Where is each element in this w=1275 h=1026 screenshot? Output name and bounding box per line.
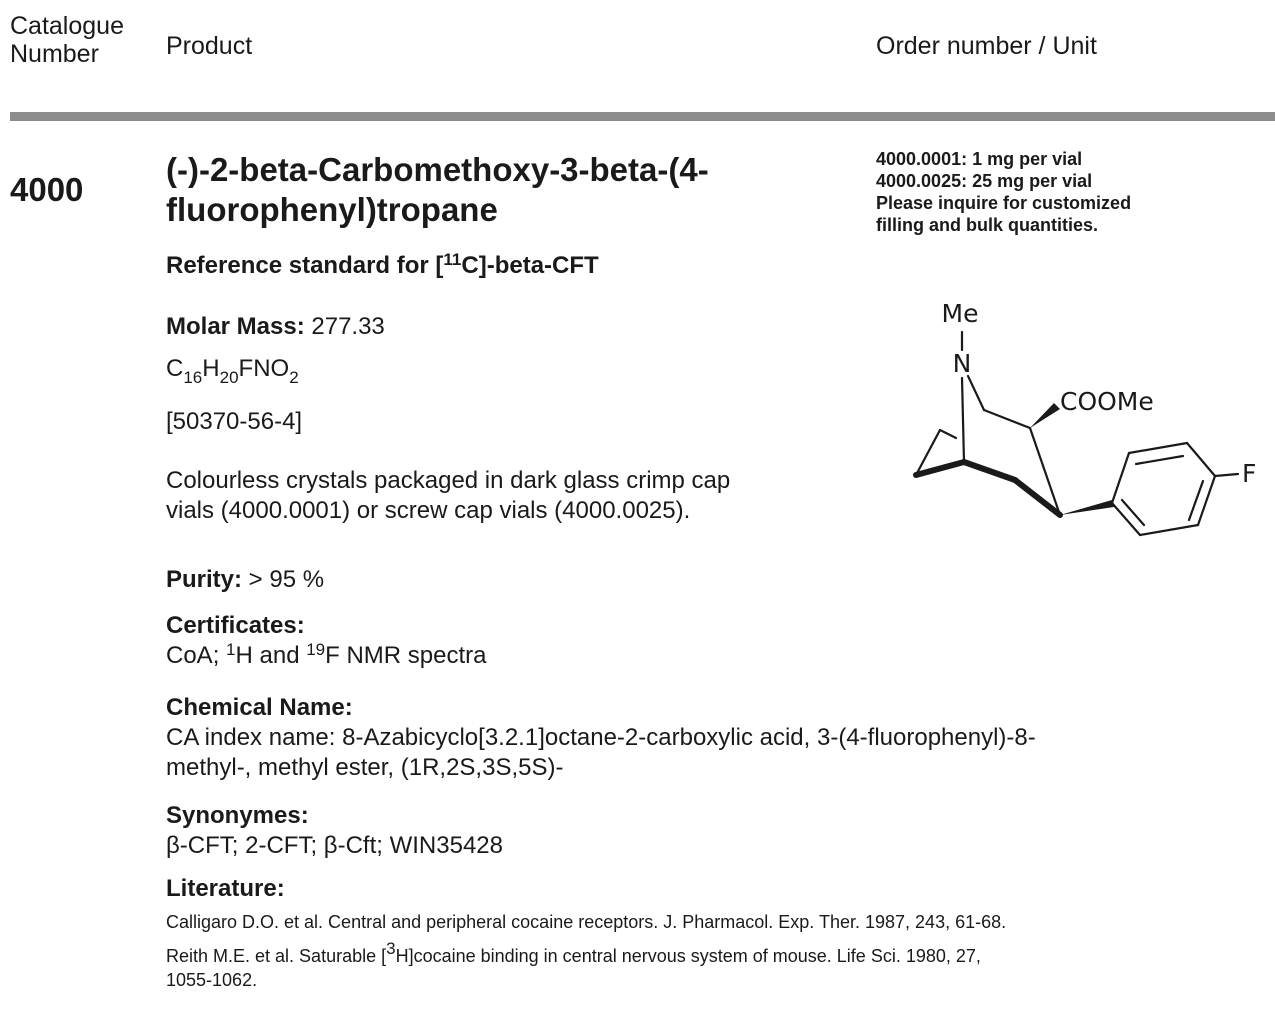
bond-ph-6	[1110, 501, 1142, 537]
bond-ph-double-1	[1134, 454, 1185, 466]
bond-n-c1	[966, 374, 986, 412]
literature-2-line2: 1055-1062.	[166, 970, 258, 990]
certificates: Certificates: CoA; 1H and 19F NMR spectr…	[166, 611, 487, 671]
literature-item-2: Reith M.E. et al. Saturable [3H]cocaine …	[166, 940, 1266, 992]
atom-label-me: Me	[942, 299, 979, 328]
product-title: (-)-2-beta-Carbomethoxy-3-beta-(4- fluor…	[166, 150, 846, 230]
atom-label-n: N	[953, 349, 972, 378]
literature: Literature: Calligaro D.O. et al. Centra…	[166, 874, 1266, 992]
molar-mass-label: Molar Mass:	[166, 313, 305, 340]
product-title-line1: (-)-2-beta-Carbomethoxy-3-beta-(4-	[166, 151, 709, 188]
literature-label: Literature:	[166, 875, 285, 902]
certificates-sup2: 19	[306, 640, 326, 659]
header-divider	[10, 112, 1275, 121]
molar-mass-value: 277.33	[304, 313, 385, 340]
bond-ph-4	[1196, 474, 1217, 527]
bond-bold-c4-c3	[1012, 477, 1063, 518]
catalogue-number: 4000	[10, 171, 84, 208]
certificates-text-b: H and	[235, 642, 307, 669]
description-line2: vials (4000.0001) or screw cap vials (40…	[166, 497, 691, 524]
formula-o-count: 2	[289, 368, 299, 387]
header-catalogue-number: Catalogue Number	[10, 12, 124, 68]
bond-c7-c8	[938, 428, 958, 440]
bond-c2-c3	[1028, 426, 1062, 517]
atom-label-coome: COOMe	[1060, 387, 1154, 416]
header-order-unit: Order number / Unit	[876, 32, 1097, 60]
product-description: Colourless crystals packaged in dark gla…	[166, 466, 886, 526]
chemical-name-line1: CA index name: 8-Azabicyclo[3.2.1]octane…	[166, 724, 1036, 751]
synonymes-label: Synonymes:	[166, 802, 309, 829]
purity-label: Purity:	[166, 566, 243, 593]
certificates-sup1: 1	[226, 640, 236, 659]
formula-c: C	[166, 355, 184, 382]
order-line3: Please inquire for customized	[876, 193, 1132, 213]
literature-2-text-b: H]cocaine binding in central nervous sys…	[395, 946, 981, 966]
purity-value: > 95 %	[242, 566, 325, 593]
chemical-name-line2: methyl-, methyl ester, (1R,2S,3S,5S)-	[166, 754, 564, 781]
literature-2-text-a: Reith M.E. et al. Saturable [	[166, 946, 387, 966]
bond-ph-double-3	[1120, 498, 1146, 527]
subtitle-prefix: Reference standard for [	[166, 252, 444, 279]
bond-ph-2	[1127, 441, 1189, 455]
bond-ph-f	[1213, 472, 1240, 478]
bond-n-bridge	[960, 376, 966, 464]
bond-ph-1	[1110, 451, 1131, 505]
product-subtitle: Reference standard for [11C]-beta-CFT	[166, 250, 599, 280]
atom-label-f: F	[1242, 459, 1256, 488]
literature-2-sup: 3	[386, 939, 396, 958]
chemical-name-label: Chemical Name:	[166, 694, 353, 721]
order-line1: 4000.0001: 1 mg per vial	[876, 149, 1083, 169]
certificates-text-a: CoA;	[166, 642, 227, 669]
bond-ph-5	[1138, 523, 1200, 537]
order-line4: filling and bulk quantities.	[876, 215, 1099, 235]
certificates-value: CoA; 1H and 19F NMR spectra	[166, 641, 487, 671]
certificates-label: Certificates:	[166, 612, 305, 639]
wedge-phenyl	[1060, 500, 1114, 515]
formula-c-count: 16	[183, 368, 203, 387]
description-line1: Colourless crystals packaged in dark gla…	[166, 467, 731, 494]
header-catalogue-line2: Number	[10, 40, 99, 68]
formula-rest: FNO	[238, 355, 290, 382]
header-catalogue-line1: Catalogue	[10, 12, 124, 40]
subtitle-suffix: C]-beta-CFT	[461, 252, 599, 279]
purity: Purity: > 95 %	[166, 565, 324, 595]
bond-ph-3	[1185, 441, 1217, 478]
chemical-structure: Me N COOMe F	[913, 299, 1256, 537]
header-product: Product	[166, 32, 253, 60]
molar-mass: Molar Mass: 277.33	[166, 312, 385, 342]
order-info: 4000.0001: 1 mg per vial 4000.0025: 25 m…	[876, 148, 1256, 236]
synonymes: Synonymes: β-CFT; 2-CFT; β-Cft; WIN35428	[166, 801, 503, 861]
wedge-coome	[1030, 403, 1060, 428]
synonymes-value: β-CFT; 2-CFT; β-Cft; WIN35428	[166, 832, 503, 859]
bond-ph-double-2	[1187, 479, 1205, 522]
molecular-formula: C16H20FNO2	[166, 354, 299, 387]
bond-c1-c2	[982, 408, 1032, 430]
cas-number: [50370-56-4]	[166, 408, 303, 435]
order-line2: 4000.0025: 25 mg per vial	[876, 171, 1093, 191]
bond-c6-c7	[914, 428, 942, 477]
chemical-name: Chemical Name: CA index name: 8-Azabicyc…	[166, 693, 1266, 783]
bond-bold-c5-c4	[961, 459, 1018, 483]
formula-h: H	[202, 355, 220, 382]
subtitle-isotope: 11	[443, 250, 462, 269]
literature-item-1: Calligaro D.O. et al. Central and periph…	[166, 912, 1007, 932]
bond-bold-front-left	[913, 459, 967, 478]
formula-h-count: 20	[219, 368, 239, 387]
certificates-text-c: F NMR spectra	[325, 642, 487, 669]
product-title-line2: fluorophenyl)tropane	[166, 191, 498, 228]
